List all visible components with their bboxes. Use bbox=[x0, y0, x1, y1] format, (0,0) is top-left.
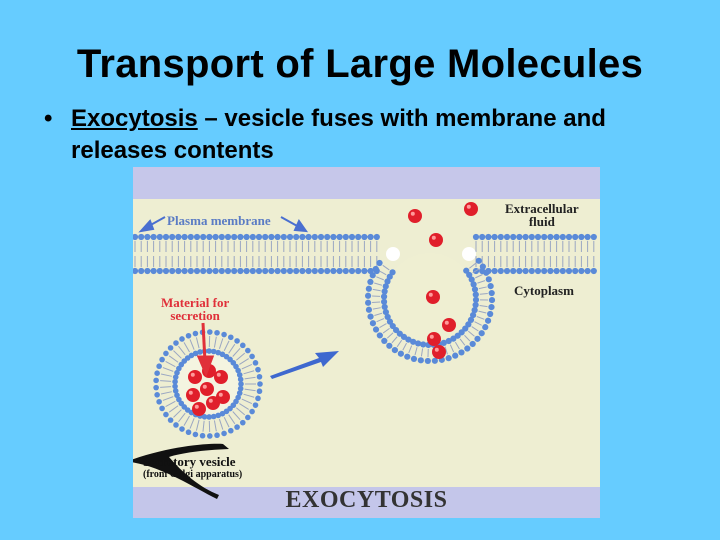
label-extracellular-line1: Extracellular bbox=[505, 201, 579, 216]
label-extracellular-line2: fluid bbox=[528, 214, 555, 229]
label-plasma-membrane: Plasma membrane bbox=[167, 213, 271, 228]
label-material-line2: secretion bbox=[170, 308, 220, 323]
label-extracellular-fluid: Extracellular fluid bbox=[505, 202, 579, 228]
bullet-marker: • bbox=[44, 105, 53, 132]
label-secretory-vesicle: Secretory vesicle bbox=[143, 454, 236, 469]
figure-panel bbox=[133, 199, 600, 487]
movement-arrow bbox=[270, 351, 339, 379]
label-golgi-origin: (from Golgi apparatus) bbox=[143, 469, 243, 480]
label-material-for-secretion: Material for secretion bbox=[161, 296, 229, 322]
bullet-description: – vesicle fuses with membrane and releas… bbox=[71, 105, 606, 164]
figure-top-band bbox=[133, 167, 600, 199]
bullet-text: Exocytosis – vesicle fuses with membrane… bbox=[71, 103, 691, 167]
plasma-membrane-arrows bbox=[138, 216, 309, 233]
figure-caption: EXOCYTOSIS bbox=[285, 487, 448, 513]
secretion-molecules bbox=[186, 202, 478, 416]
label-material-line1: Material for bbox=[161, 295, 230, 310]
material-arrow bbox=[196, 322, 215, 377]
label-cytoplasm: Cytoplasm bbox=[514, 283, 574, 298]
exocytosis-diagram: Plasma membrane Extracellular fluid Cyto… bbox=[133, 167, 600, 518]
bullet-term: Exocytosis bbox=[71, 105, 198, 132]
slide-title: Transport of Large Molecules bbox=[76, 42, 644, 86]
checkmark-icon bbox=[133, 443, 229, 499]
